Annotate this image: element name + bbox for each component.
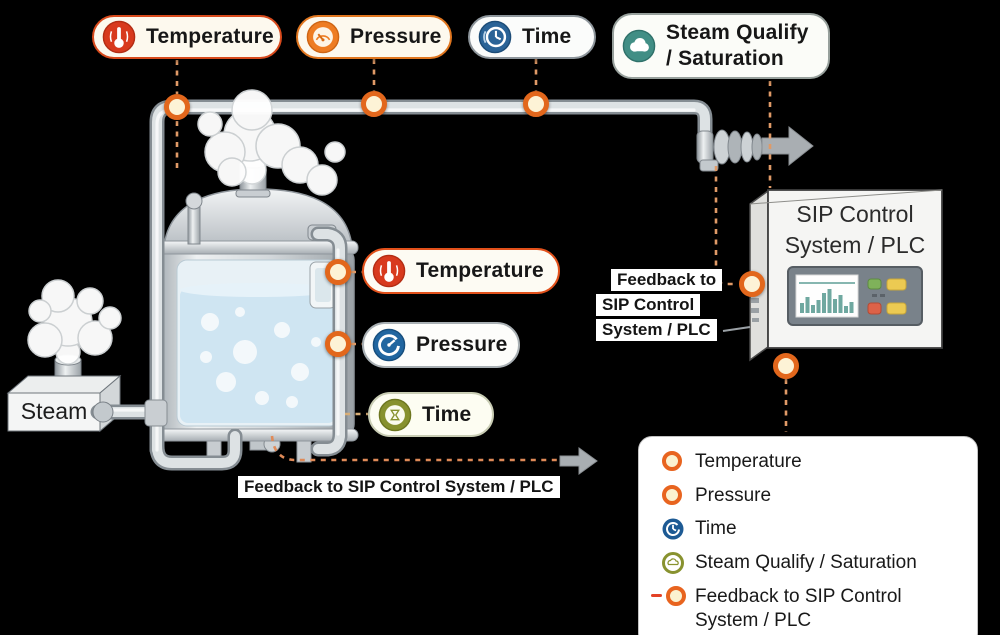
feedback-marker-legend [773,353,799,379]
feedback-marker-panel [739,271,765,297]
feedback-dash-icon [651,594,662,598]
pressure-gauge-icon [372,328,406,362]
steam-flow-arrow [761,125,814,167]
top-label-temperature-text: Temperature [146,25,274,48]
panel-title-line1: SIP Control [796,201,914,227]
panel-button-red [867,302,882,315]
legend-item-steam-quality: Steam Qualify / Saturation [649,551,963,576]
top-label-pressure-text: Pressure [350,25,442,48]
legend-item-temperature: Temperature [649,450,963,475]
pressure-gauge-icon [306,20,340,54]
sensor-marker-time-line [523,91,549,117]
top-label-pressure: Pressure [296,15,452,59]
sensor-marker-pressure-tank [325,331,351,357]
legend-item-pressure: Pressure [649,484,963,509]
legend-item-feedback-text: Feedback to SIP Control System / PLC [695,585,902,632]
legend-item-feedback: Feedback to SIP Control System / PLC [649,585,963,634]
steam-piping [90,99,713,471]
legend-item-steam-quality-text: Steam Qualify / Saturation [695,552,917,574]
feedback-right-line1: Feedback to [611,269,723,291]
legend-item-temperature-text: Temperature [695,451,802,472]
panel-button-yellow-top [886,278,907,291]
feedback-bottom-text: Feedback to SIP Control System / PLC [238,476,560,498]
feedback-right-line2: SIP Control [596,294,701,316]
legend-item-time: Time [649,517,963,542]
sensor-marker-temperature-tank [325,259,351,285]
steam-cloud [197,89,346,196]
sensor-marker-temperature-line [164,94,190,120]
top-label-steam-quality: Steam Qualify / Saturation [612,13,830,79]
feedback-bottom-caption: Feedback to SIP Control System / PLC [238,476,560,501]
steam-source-label: Steam [20,398,88,424]
tank-label-pressure-text: Pressure [416,333,508,356]
steam-cloud-small [27,279,122,365]
tank-label-pressure: Pressure [362,322,520,368]
sensor-marker-pressure-line [361,91,387,117]
legend: Temperature Pressure Time [638,436,978,635]
tank-label-time: Time [368,392,494,437]
top-label-steam-quality-text: Steam Qualify / Saturation [666,20,809,70]
tank-label-temperature-text: Temperature [416,259,544,282]
orange-ring-marker-icon [662,484,682,505]
steam-cloud-icon [622,29,656,63]
orange-ring-marker-icon [662,451,682,471]
steam-cloud-icon [662,552,684,575]
thermometer-icon [102,20,136,54]
feedback-right-line3: System / PLC [596,319,717,341]
clock-icon [478,20,512,54]
thermometer-icon [372,254,406,288]
sip-control-panel [749,189,943,362]
panel-button-green [867,278,882,290]
steam-outlet-valve [696,129,763,172]
panel-pointer-line [722,326,751,332]
panel-title: SIP Control System / PLC [772,199,938,261]
tank-label-time-text: Time [422,402,472,426]
panel-button-yellow-bottom [886,302,907,315]
feedback-right-caption: Feedback to SIP Control System / PLC [596,269,723,344]
orange-ring-marker-icon [666,585,686,606]
top-label-time: Time [468,15,596,59]
tank-label-temperature: Temperature [362,248,560,294]
top-label-temperature: Temperature [92,15,282,59]
sterilization-tank [157,159,359,463]
legend-item-pressure-text: Pressure [695,484,772,506]
timer-icon [378,398,412,431]
top-label-time-text: Time [522,25,572,48]
hmi-trend-bars [800,289,854,313]
feedback-flow-arrow [559,447,598,475]
panel-title-line2: System / PLC [784,232,926,259]
clock-icon [662,518,684,540]
legend-item-time-text: Time [695,518,737,540]
